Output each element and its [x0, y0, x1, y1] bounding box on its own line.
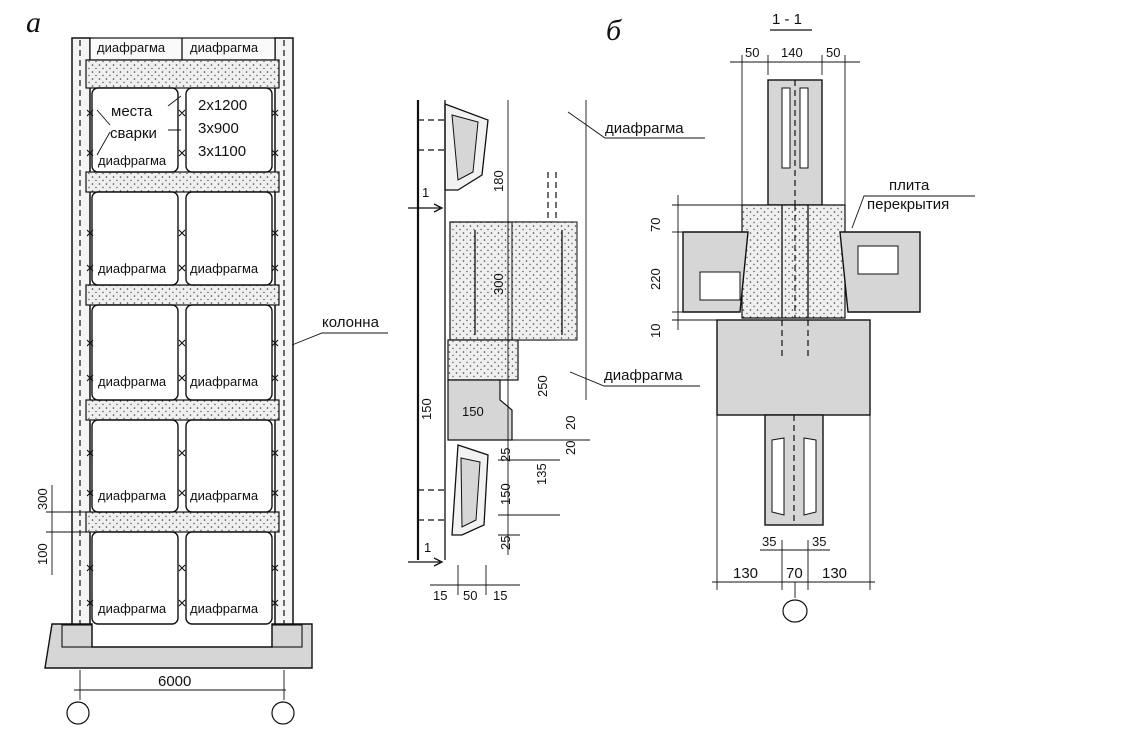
diaphragm-label: диафрагма: [190, 601, 259, 616]
dim-35-b: 35: [812, 534, 826, 549]
section-mark-top: 1: [422, 185, 429, 200]
dim-100: 100: [35, 543, 50, 565]
section-title: 1 - 1: [772, 11, 802, 28]
diaphragm-label: диафрагма: [190, 374, 259, 389]
dim-150-b: 150: [498, 483, 513, 505]
diaphragm-label: диафрагма: [190, 261, 259, 276]
dim-300: 300: [35, 488, 50, 510]
dim-50-a: 50: [745, 45, 759, 60]
dim-span: 6000: [158, 673, 191, 690]
dim-180: 180: [491, 170, 506, 192]
floor-band-1: [85, 59, 280, 89]
floor-band-5: [85, 511, 280, 533]
diaphragm-label: диафрагма: [98, 488, 167, 503]
dim-10: 10: [648, 324, 663, 338]
dim-300: 300: [491, 273, 506, 295]
dim-150-vertical: 150: [419, 398, 434, 420]
weld-places-label: сварки: [110, 125, 157, 142]
diaphragm-panels: [91, 87, 273, 625]
weld-size-label: 3х1100: [198, 143, 246, 160]
dim-250: 250: [535, 375, 550, 397]
weld-marks: [86, 109, 279, 607]
dim-50: 50: [463, 588, 477, 603]
diaphragm-label: диафрагма: [97, 40, 166, 55]
dim-15-b: 15: [493, 588, 507, 603]
floor-band-4: [85, 399, 280, 421]
dim-140: 140: [781, 45, 803, 60]
diaphragm-callout: диафрагма: [604, 367, 683, 384]
floor-band-3: [85, 284, 280, 306]
dim-220: 220: [648, 268, 663, 290]
dim-150-horizontal: 150: [462, 404, 484, 419]
column-left: [71, 37, 91, 649]
slab-callout: перекрытия: [867, 196, 949, 213]
figure-label-a: а: [26, 6, 41, 39]
dim-130-a: 130: [733, 565, 758, 582]
figure-label-b: б: [606, 14, 622, 47]
diaphragm-label: диафрагма: [98, 601, 167, 616]
weld-places-label: места: [111, 103, 153, 120]
diaphragm-label: диафрагма: [98, 374, 167, 389]
weld-size-label: 2х1200: [198, 97, 247, 114]
weld-size-label: 3х900: [198, 120, 239, 137]
dim-15-a: 15: [433, 588, 447, 603]
dim-25-b: 25: [498, 536, 513, 550]
diaphragm-label: диафрагма: [98, 261, 167, 276]
dim-70-b: 70: [786, 565, 803, 582]
diaphragm-label: диафрагма: [190, 488, 259, 503]
column-label: колонна: [322, 314, 380, 331]
slab-callout: плита: [889, 177, 930, 194]
diaphragm-callout: диафрагма: [605, 120, 684, 137]
axis-bubble: [782, 599, 808, 623]
diaphragm-label: диафрагма: [190, 40, 259, 55]
dim-25-a: 25: [498, 448, 513, 462]
figure-b-section: б 1 - 1 50 140 50 70 220 10: [606, 11, 975, 623]
dim-20-b: 20: [563, 441, 578, 455]
figure-joint-elevation: 1 1 180 300 150 150 250 20 20 25 135 150…: [408, 100, 705, 603]
dim-20-a: 20: [563, 416, 578, 430]
figure-a: а: [26, 6, 388, 725]
floor-band-2: [85, 171, 280, 193]
dim-130-b: 130: [822, 565, 847, 582]
dim-50-b: 50: [826, 45, 840, 60]
dim-35-a: 35: [762, 534, 776, 549]
diaphragm-label: диафрагма: [98, 153, 167, 168]
lower-diaphragm-block: [716, 319, 871, 416]
joint-grout: [741, 204, 846, 319]
dim-135: 135: [534, 463, 549, 485]
axis-bubble-left: [66, 701, 90, 725]
section-mark-bottom: 1: [424, 540, 431, 555]
axis-bubble-right: [271, 701, 295, 725]
dim-70: 70: [648, 218, 663, 232]
